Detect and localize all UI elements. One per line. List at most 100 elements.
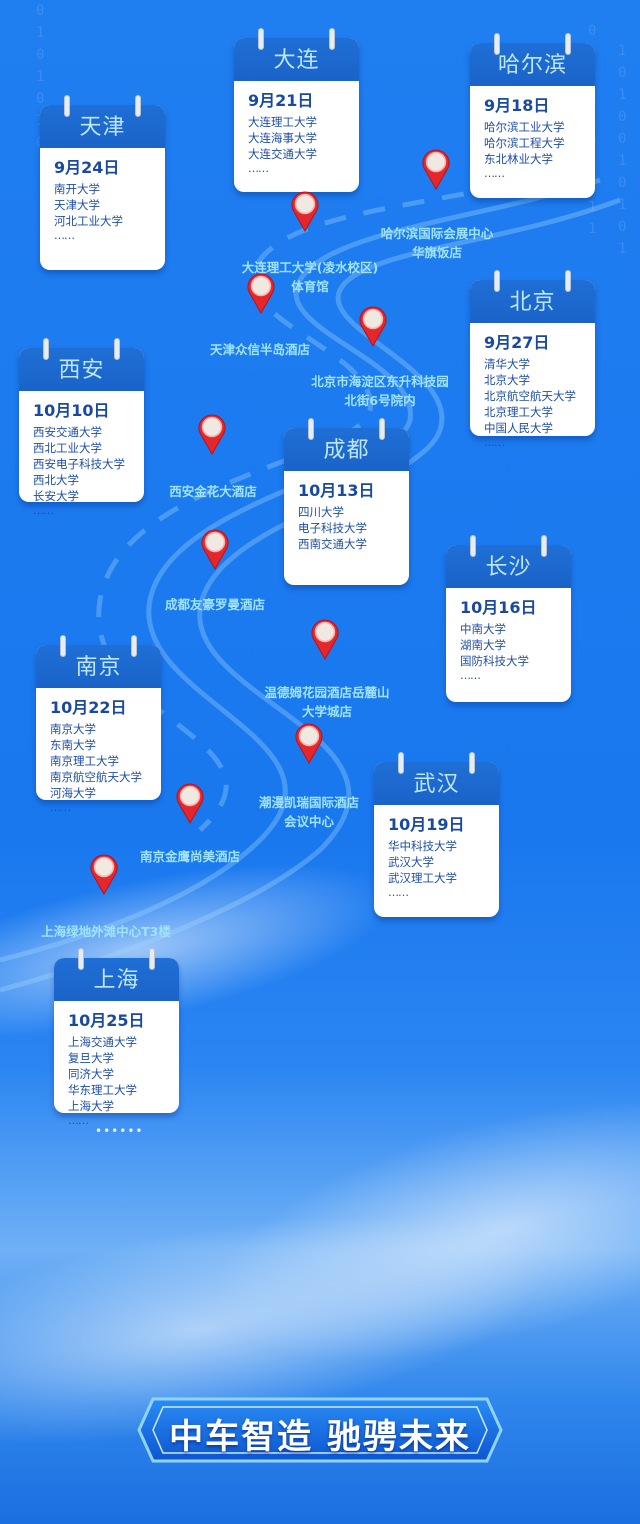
venue-line: 哈尔滨国际会展中心 <box>380 226 494 241</box>
more-ellipsis: …… <box>460 669 481 682</box>
university-item: 大连海事大学 <box>248 131 317 145</box>
event-date: 9月24日 <box>54 158 120 177</box>
university-item: 北京理工大学 <box>484 405 553 419</box>
calendar-ring <box>258 28 264 50</box>
venue-label: 南京金鹰尚美酒店 <box>140 847 240 866</box>
event-date: 10月16日 <box>460 598 537 617</box>
event-date: 10月13日 <box>298 481 375 500</box>
venue-label: 哈尔滨国际会展中心华旗饭店 <box>381 224 494 262</box>
more-ellipsis: …… <box>68 1114 89 1127</box>
slogan-banner: 中车智造 驰骋未来 <box>135 1393 505 1467</box>
more-dots: •••••• <box>95 1124 144 1138</box>
venue-line: 上海绿地外滩中心T3楼 <box>41 924 171 939</box>
map-pin-icon <box>246 272 276 315</box>
calendar-ring <box>308 418 314 440</box>
slogan-text: 中车智造 驰骋未来 <box>169 1417 471 1457</box>
map-pin-icon <box>197 413 227 456</box>
university-item: 武汉理工大学 <box>388 871 457 885</box>
university-item: 河海大学 <box>50 786 96 800</box>
venue-line: 大学城店 <box>301 704 353 719</box>
map-pin-icon <box>290 190 320 233</box>
university-item: 西北工业大学 <box>33 441 102 455</box>
university-item: 大连交通大学 <box>248 147 317 161</box>
venue-label: 天津众信半岛酒店 <box>210 340 310 359</box>
university-item: 同济大学 <box>68 1067 114 1081</box>
university-item: 华东理工大学 <box>68 1083 137 1097</box>
venue-line: 大连理工大学(凌水校区) <box>241 260 379 275</box>
university-item: 西安交通大学 <box>33 425 102 439</box>
venue-label: 温德姆花园酒店岳麓山大学城店 <box>264 683 389 721</box>
more-ellipsis: …… <box>54 229 75 242</box>
calendar-ring <box>565 270 571 292</box>
university-item: 天津大学 <box>54 198 100 212</box>
university-item: 上海大学 <box>68 1099 114 1113</box>
university-item: 长安大学 <box>33 489 79 503</box>
city-name: 天津 <box>40 105 165 148</box>
calendar-ring <box>469 752 475 774</box>
university-item: 华中科技大学 <box>388 839 457 853</box>
venue-line: 南京金鹰尚美酒店 <box>139 849 241 864</box>
more-ellipsis: …… <box>50 801 71 814</box>
event-date: 9月27日 <box>484 333 550 352</box>
university-item: 湖南大学 <box>460 638 506 652</box>
calendar-ring <box>149 948 155 970</box>
university-item: 南京理工大学 <box>50 754 119 768</box>
map-pin-icon <box>358 305 388 348</box>
venue-label: 潮漫凯瑞国际酒店会议中心 <box>259 793 359 831</box>
map-pin-icon <box>175 782 205 825</box>
venue-line: 北京市海淀区东升科技园 <box>311 374 449 389</box>
event-date: 9月21日 <box>248 91 314 110</box>
more-ellipsis: …… <box>484 167 505 180</box>
university-item: 中南大学 <box>460 622 506 636</box>
city-name: 长沙 <box>446 545 571 588</box>
university-item: 哈尔滨工程大学 <box>484 136 565 150</box>
city-name: 大连 <box>234 38 359 81</box>
event-date: 10月10日 <box>33 401 110 420</box>
venue-label: 上海绿地外滩中心T3楼 <box>41 922 171 941</box>
university-item: 南京大学 <box>50 722 96 736</box>
university-item: 哈尔滨工业大学 <box>484 120 565 134</box>
calendar-ring <box>565 33 571 55</box>
venue-label: 北京市海淀区东升科技园北街6号院内 <box>311 372 449 410</box>
university-item: 四川大学 <box>298 505 344 519</box>
calendar-card-3: 哈尔滨 9月18日哈尔滨工业大学哈尔滨工程大学东北林业大学…… <box>470 33 595 198</box>
calendar-ring <box>64 95 70 117</box>
venue-line: 天津众信半岛酒店 <box>209 342 311 357</box>
map-pin-icon <box>89 853 119 896</box>
university-item: 东南大学 <box>50 738 96 752</box>
venue-label: 成都友豪罗曼酒店 <box>165 595 265 614</box>
map-pin-icon <box>421 148 451 191</box>
university-item: 西安电子科技大学 <box>33 457 125 471</box>
university-item: 东北林业大学 <box>484 152 553 166</box>
city-name: 成都 <box>284 428 409 471</box>
university-item: 南京航空航天大学 <box>50 770 142 784</box>
university-item: 复旦大学 <box>68 1051 114 1065</box>
venue-line: 华旗饭店 <box>411 245 463 260</box>
university-item: 北京航空航天大学 <box>484 389 576 403</box>
venue-line: 温德姆花园酒店岳麓山 <box>264 685 390 700</box>
calendar-ring <box>135 95 141 117</box>
event-date: 10月25日 <box>68 1011 145 1030</box>
map-pin-icon <box>200 528 230 571</box>
calendar-ring <box>494 33 500 55</box>
event-date: 10月22日 <box>50 698 127 717</box>
city-name: 哈尔滨 <box>470 43 595 86</box>
venue-label: 大连理工大学(凌水校区)体育馆 <box>242 258 378 296</box>
venue-line: 北街6号院内 <box>344 393 416 408</box>
university-item: 国防科技大学 <box>460 654 529 668</box>
venue-line: 成都友豪罗曼酒店 <box>164 597 266 612</box>
event-date: 9月18日 <box>484 96 550 115</box>
city-name: 西安 <box>19 348 144 391</box>
calendar-card-7: 长沙 10月16日中南大学湖南大学国防科技大学…… <box>446 535 571 702</box>
more-ellipsis: …… <box>248 162 269 175</box>
calendar-ring <box>494 270 500 292</box>
university-item: 清华大学 <box>484 357 530 371</box>
